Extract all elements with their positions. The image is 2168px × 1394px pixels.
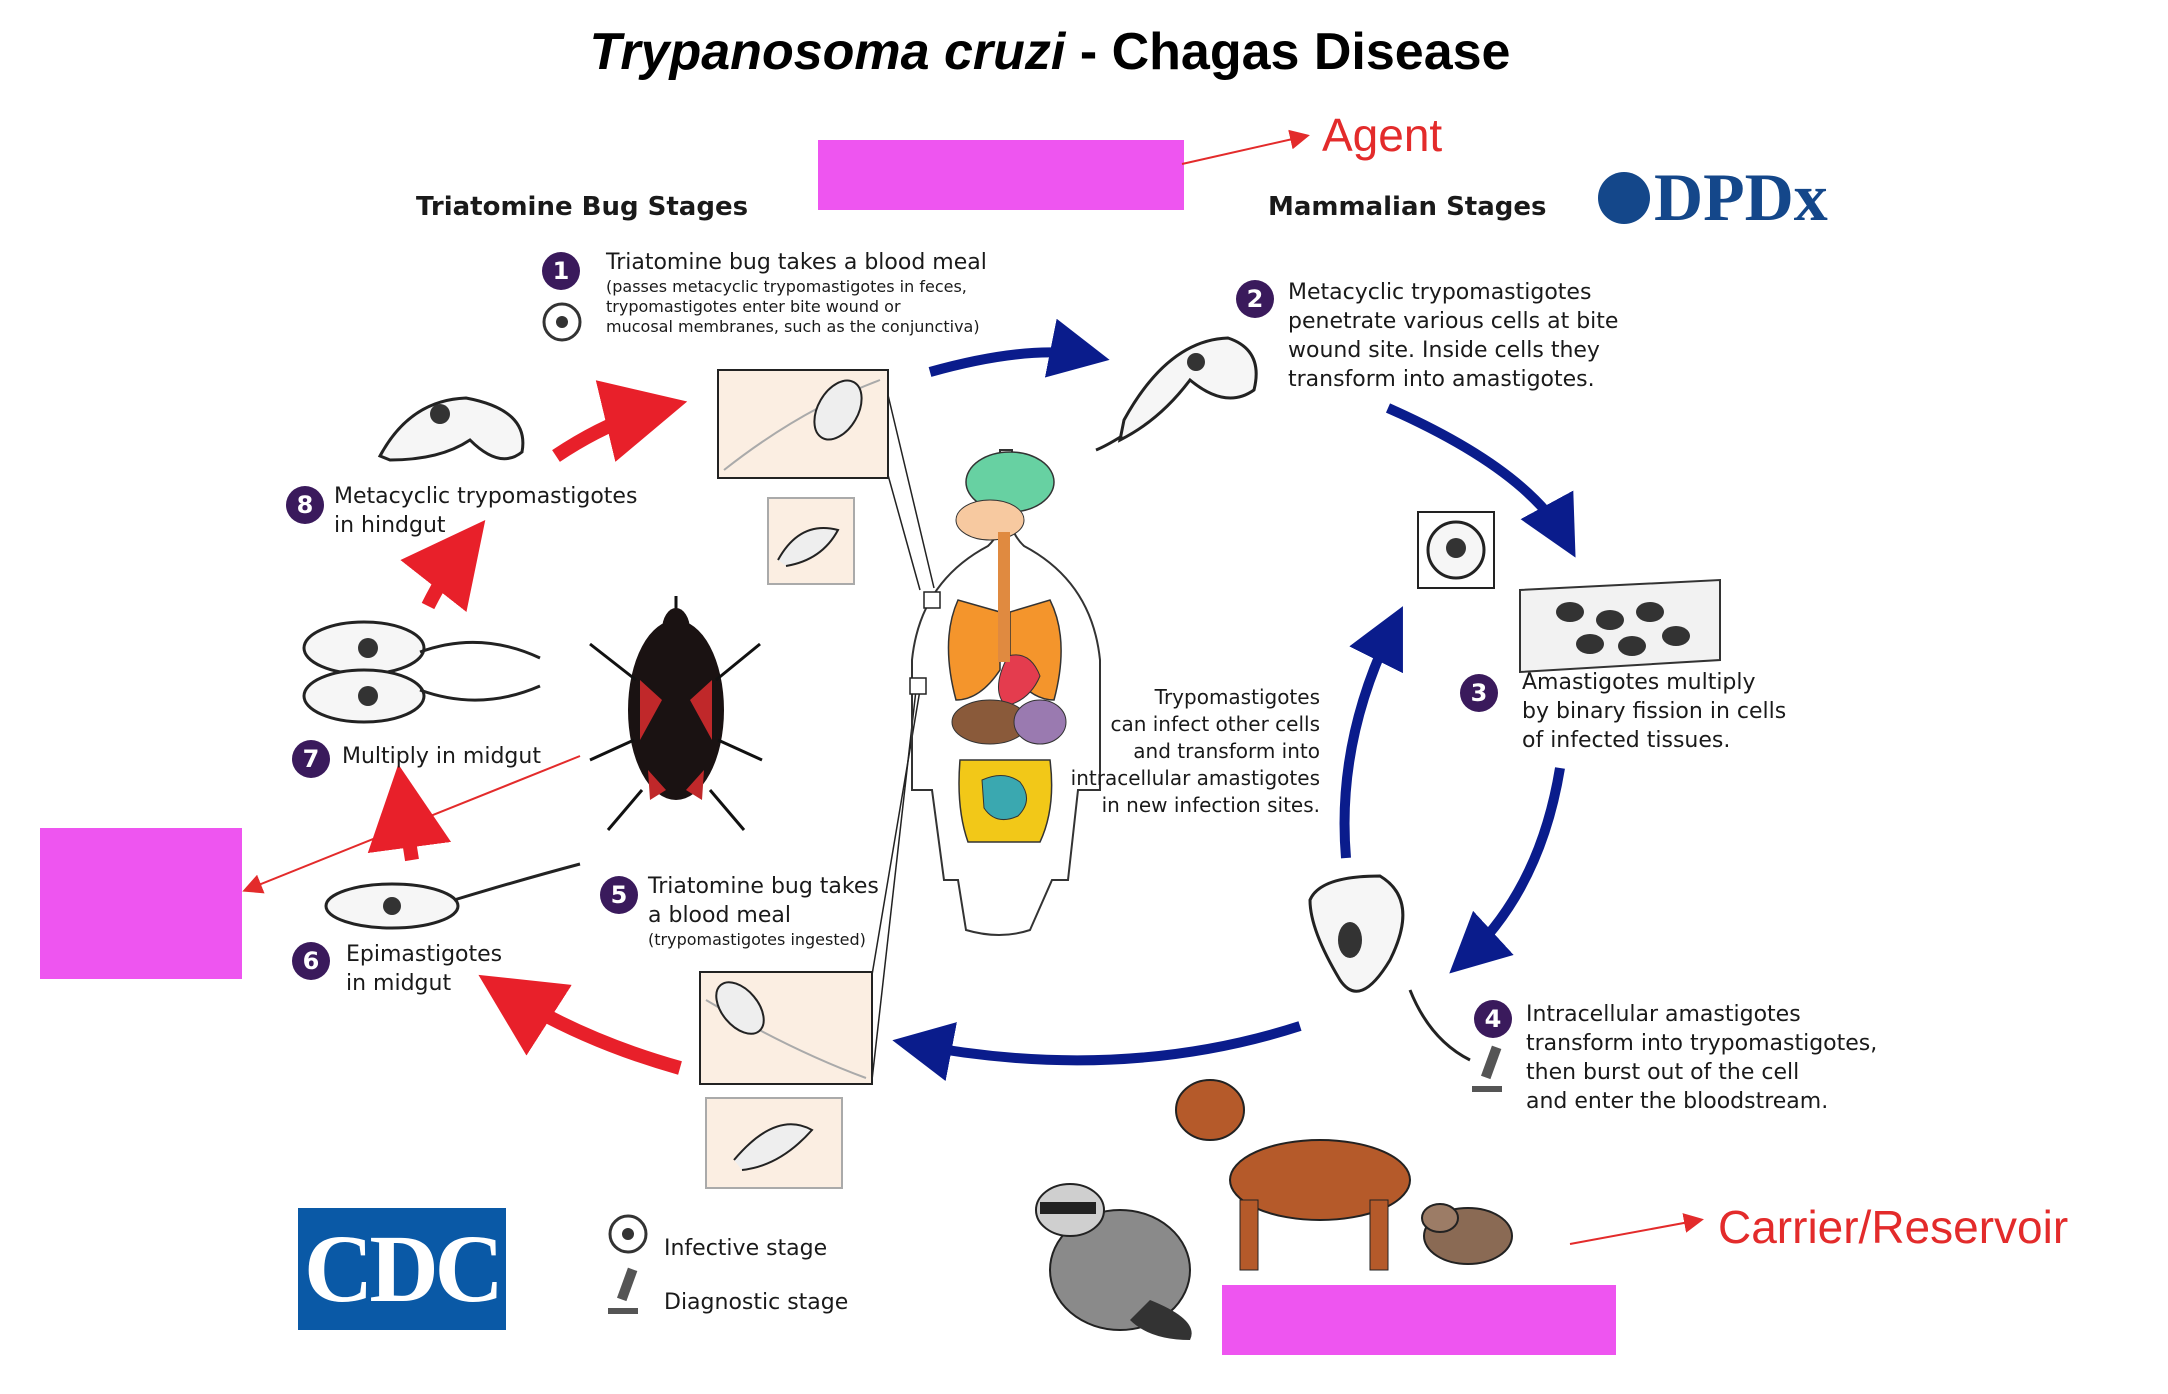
redaction-box-vector (40, 828, 242, 979)
step-6-line-a: Epimastigotes (346, 942, 503, 967)
esophagus-icon (998, 532, 1010, 662)
heart-icon (998, 654, 1041, 707)
arrow-4-to-3-reinfect (1339, 606, 1403, 859)
step-4-line-a: Intracellular amastigotes (1526, 1002, 1801, 1027)
step-4-line-c: then burst out of the cell (1526, 1060, 1800, 1085)
step-6-line-b: in midgut (346, 971, 452, 996)
agent-label: Agent (1322, 109, 1443, 161)
step-badge-4: 4 (1474, 1000, 1512, 1038)
epimastigote-midgut (324, 862, 581, 930)
step-badge-7: 7 (292, 740, 330, 778)
step-2-line-a: Metacyclic trypomastigotes (1288, 280, 1592, 305)
legend-infective: Infective stage (664, 1236, 828, 1261)
step-4-line-d: and enter the bloodstream. (1526, 1089, 1829, 1114)
arrow-4-to-5 (892, 1021, 1302, 1082)
agent-pointer-line (1181, 129, 1310, 165)
reinfection-note-b: can infect other cells (1110, 712, 1320, 736)
step-1-line: Triatomine bug takes a blood meal (606, 250, 987, 275)
bite-site-inset-bottom (699, 677, 923, 1189)
step-8-line-b: in hindgut (334, 513, 446, 538)
reinfection-note-c: and transform into (1133, 739, 1320, 763)
step-text-3: Amastigotes multiply by binary fission i… (1522, 668, 1786, 755)
step-2-line-b: penetrate various cells at bite (1288, 309, 1619, 334)
human-figure (909, 449, 1101, 936)
step-1-detail-b: trypomastigotes enter bite wound or (606, 297, 901, 316)
title-disease: - Chagas Disease (1065, 23, 1511, 81)
step-text-7: Multiply in midgut (342, 742, 541, 771)
microscope-icon (1472, 1045, 1502, 1092)
arrow-7-to-8 (400, 519, 486, 612)
arrow-2-to-3 (1385, 403, 1576, 558)
carrier-reservoir-label: Carrier/Reservoir (1718, 1201, 2069, 1253)
trypomastigote-bite-site (1095, 336, 1258, 452)
step-badge-8: 8 (286, 486, 324, 524)
step-4-line-b: transform into trypomastigotes, (1526, 1031, 1878, 1056)
step-8-line-a: Metacyclic trypomastigotes (334, 484, 638, 509)
reservoir-pointer-line (1569, 1213, 1704, 1245)
bug-stages-heading: Triatomine Bug Stages (416, 192, 749, 222)
step-5-detail: (trypomastigotes ingested) (648, 930, 866, 949)
redaction-box-agent (818, 140, 1184, 210)
dpdx-logo-mark (1598, 172, 1650, 225)
amastigotes-tissue (1519, 578, 1721, 674)
step-badge-2: 2 (1236, 280, 1274, 318)
step-badge-5: 5 (600, 876, 638, 914)
title-species: Trypanosoma cruzi (589, 23, 1066, 81)
step-2-line-d: transform into amastigotes. (1288, 367, 1595, 392)
triatomine-bug-icon (589, 596, 763, 831)
step-text-1: Triatomine bug takes a blood meal (passe… (606, 248, 987, 337)
reinfection-note-a: Trypomastigotes (1154, 685, 1320, 709)
step-2-line-c: wound site. Inside cells they (1288, 338, 1600, 363)
step-1-detail-c: mucosal membranes, such as the conjuncti… (606, 317, 980, 336)
step-5-line-a: Triatomine bug takes (648, 874, 879, 899)
step-3-line-a: Amastigotes multiply (1522, 670, 1756, 695)
arrow-6-to-7 (367, 764, 452, 862)
arrow-1-to-2 (928, 318, 1110, 378)
cdc-logo: CDC (298, 1208, 506, 1330)
arrow-3-to-4 (1449, 767, 1565, 974)
step-badge-6: 6 (292, 942, 330, 980)
step-text-2: Metacyclic trypomastigotes penetrate var… (1288, 278, 1618, 394)
step-text-4: Intracellular amastigotes transform into… (1526, 1000, 1877, 1116)
dpdx-logo-text: DPDx (1654, 159, 1828, 235)
infected-cell-inset (1417, 511, 1495, 589)
trypomastigote-bloodstream (1308, 874, 1471, 1062)
step-text-8: Metacyclic trypomastigotes in hindgut (334, 482, 637, 540)
raccoon-icon (1035, 1183, 1192, 1340)
page-title: Trypanosoma cruzi - Chagas Disease (0, 22, 2100, 82)
dpdx-logo: DPDx (1598, 158, 1828, 237)
step-1-detail-a: (passes metacyclic trypomastigotes in fe… (606, 277, 967, 296)
legend-diagnostic: Diagnostic stage (664, 1290, 849, 1315)
arrow-8-to-1 (552, 380, 688, 462)
dog-icon (1175, 1079, 1411, 1271)
redaction-box-reservoir (1222, 1285, 1616, 1355)
bite-site-inset-top (717, 369, 935, 591)
step-7-line: Multiply in midgut (342, 744, 541, 769)
reinfection-note-d: intracellular amastigotes (1070, 766, 1320, 790)
legend-biohazard-icon (608, 1214, 648, 1254)
metacyclic-trypomastigote-hindgut (377, 396, 525, 462)
opossum-icon (1421, 1203, 1513, 1265)
mammalian-stages-heading: Mammalian Stages (1268, 192, 1547, 222)
legend-microscope-icon (608, 1267, 638, 1314)
step-3-line-b: by binary fission in cells (1522, 699, 1787, 724)
step-5-line-b: a blood meal (648, 903, 791, 928)
arrow-5-to-6 (478, 974, 682, 1075)
step-3-line-c: of infected tissues. (1522, 728, 1731, 753)
biohazard-icon (542, 302, 582, 342)
epimastigotes-multiply (302, 620, 541, 724)
step-text-5: Triatomine bug takes a blood meal (trypo… (648, 872, 879, 950)
reinfection-note-e: in new infection sites. (1101, 793, 1320, 817)
step-badge-3: 3 (1460, 674, 1498, 712)
reinfection-note: Trypomastigotes can infect other cells a… (1070, 684, 1320, 819)
step-badge-1: 1 (542, 252, 580, 290)
step-text-6: Epimastigotes in midgut (346, 940, 502, 998)
stomach-icon (1013, 699, 1067, 745)
